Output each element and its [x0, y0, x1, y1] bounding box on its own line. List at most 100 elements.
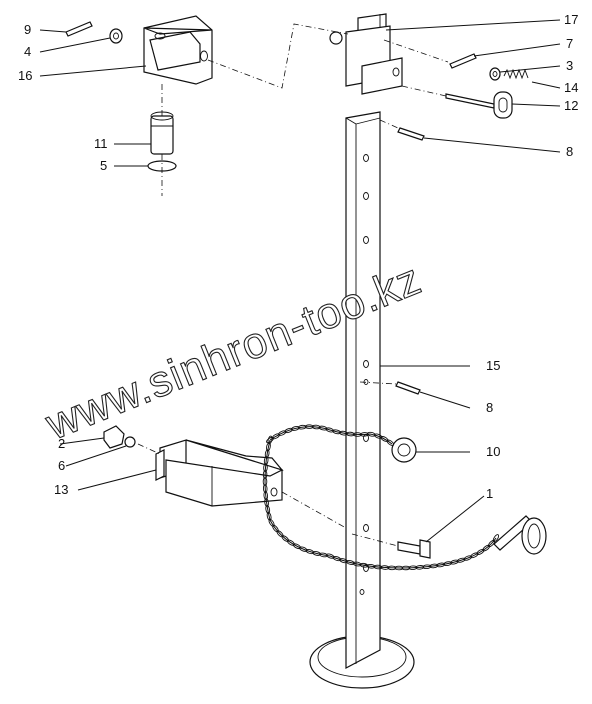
chain-link	[380, 565, 390, 570]
assembly-lines	[137, 23, 449, 547]
pin-9	[65, 21, 93, 37]
chain-link	[482, 544, 491, 552]
chain-link	[359, 432, 369, 437]
chain-link	[305, 548, 315, 555]
chain-link	[264, 449, 270, 459]
chain-links	[262, 424, 500, 571]
leader-lines	[39, 19, 561, 543]
lock-pin-chain-end	[493, 515, 547, 555]
chain-link	[476, 548, 485, 555]
label-10: 10	[486, 444, 500, 459]
label-8-upper: 8	[566, 144, 573, 159]
handle-pin-12	[445, 91, 513, 119]
chain-link	[488, 539, 496, 548]
chain-link	[456, 557, 466, 563]
label-1: 1	[486, 486, 493, 501]
chain-link	[332, 555, 342, 562]
chain-link	[325, 427, 335, 433]
chain-link	[373, 564, 383, 570]
chain-link	[339, 558, 348, 564]
chain-link	[299, 546, 308, 552]
chain-link	[281, 535, 290, 542]
chain-link	[352, 561, 362, 567]
label-11: 11	[94, 136, 108, 151]
washer-4	[109, 28, 123, 44]
ring-pin-10	[391, 437, 417, 463]
chain-link	[373, 433, 383, 439]
pin-7	[449, 53, 477, 69]
chain-link	[492, 534, 500, 542]
chain-link	[345, 560, 355, 565]
upper-bracket	[329, 13, 403, 95]
label-16: 16	[18, 68, 32, 83]
chain-link	[290, 426, 300, 431]
chain-link	[262, 470, 268, 480]
chain-link	[345, 431, 355, 437]
chain-link	[318, 425, 328, 431]
chain-link	[266, 442, 271, 452]
chain-link	[263, 463, 268, 473]
label-7: 7	[566, 36, 573, 51]
chain-link	[352, 432, 362, 437]
chain-link	[463, 555, 473, 561]
chain-link	[429, 563, 439, 569]
nut-2	[103, 425, 125, 449]
chain-link	[284, 427, 293, 434]
part-labels: 9 4 16 11 5 17 7 3 14 12 8 15 8 2 10 6 1…	[18, 12, 578, 501]
label-3: 3	[566, 58, 573, 73]
chain-link	[297, 424, 307, 430]
chain-link	[380, 436, 389, 442]
label-15: 15	[486, 358, 500, 373]
chain-link	[292, 543, 302, 550]
label-17: 17	[564, 12, 578, 27]
chain-link	[366, 431, 376, 437]
chain-link	[366, 563, 376, 569]
chain-link	[312, 551, 321, 556]
main-post	[345, 111, 381, 669]
bolt-1	[397, 539, 431, 559]
chain-link	[450, 559, 459, 565]
chain-link	[339, 430, 348, 436]
chain-link	[319, 552, 328, 558]
washer-6	[124, 436, 136, 448]
chain-link	[470, 552, 479, 559]
chain-link	[266, 511, 272, 521]
chain-link	[443, 561, 452, 567]
chain-link	[267, 435, 273, 445]
pin-8-lower	[395, 381, 421, 395]
chain-link	[332, 429, 341, 435]
label-2: 2	[58, 436, 65, 451]
chain-link	[268, 518, 275, 527]
chain-link	[408, 565, 418, 570]
label-4: 4	[24, 44, 31, 59]
pin-8-upper	[397, 127, 425, 141]
chain-link	[394, 565, 404, 571]
chain-link	[264, 498, 269, 507]
spring-14	[503, 68, 529, 80]
chain-link	[304, 424, 314, 429]
washer-3	[489, 67, 501, 81]
chain-link	[415, 565, 425, 570]
chain-link	[286, 539, 295, 546]
chain-link	[278, 430, 287, 436]
label-14: 14	[564, 80, 578, 95]
chain-link	[326, 553, 335, 559]
chain-link	[263, 456, 269, 466]
pin-11	[150, 111, 174, 155]
chain-link	[387, 565, 397, 571]
label-13: 13	[54, 482, 68, 497]
chain-link	[262, 484, 268, 494]
clevis-head	[143, 15, 213, 85]
chain-link	[263, 491, 269, 500]
chain-link	[272, 524, 279, 533]
label-5: 5	[100, 158, 107, 173]
label-12: 12	[564, 98, 578, 113]
chain-link	[311, 424, 321, 430]
chain-link	[262, 477, 268, 487]
label-9: 9	[24, 22, 31, 37]
chain-link	[436, 562, 446, 568]
label-8-lower: 8	[486, 400, 493, 415]
chain-link	[422, 564, 432, 570]
chain-link	[401, 565, 411, 571]
